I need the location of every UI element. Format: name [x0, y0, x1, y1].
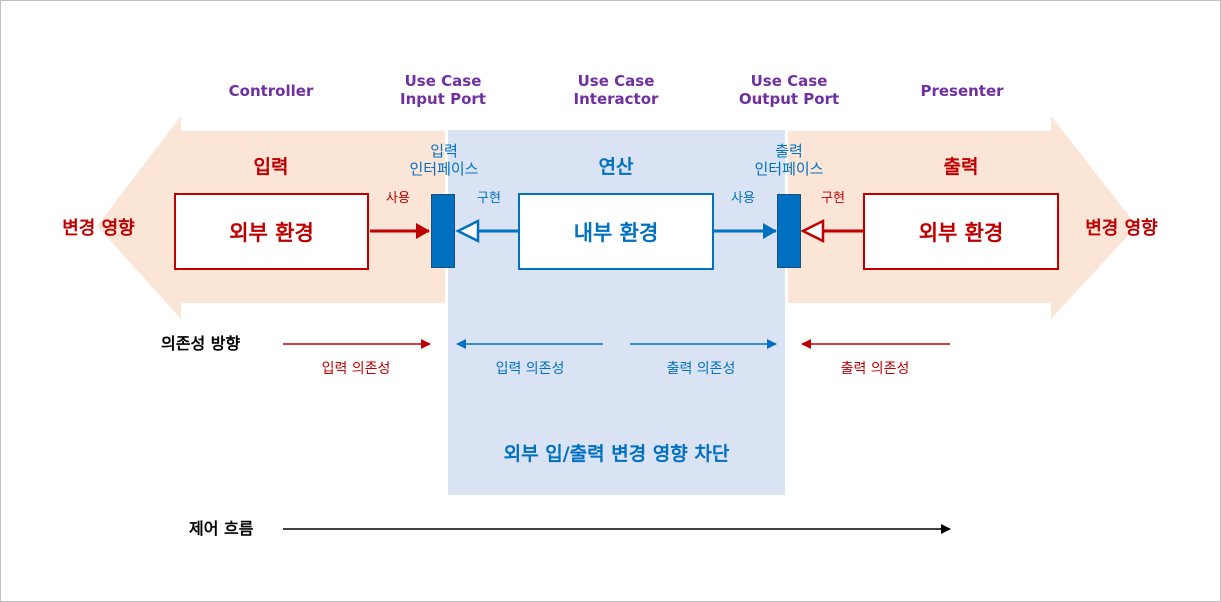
header-interactor-line2: Interactor	[573, 90, 659, 108]
internal-panel	[448, 130, 785, 495]
header-input-port-line1: Use Case	[404, 72, 482, 90]
external-environment-right-label: 외부 환경	[918, 220, 1004, 245]
header-output-port-line1: Use Case	[750, 72, 828, 90]
dep-label-output-center: 출력 의존성	[666, 361, 736, 377]
control-flow-title: 제어 흐름	[189, 519, 254, 538]
header-interactor-line1: Use Case	[577, 72, 655, 90]
implements-arrow-input-head	[455, 218, 480, 244]
external-environment-left-label: 외부 환경	[229, 220, 314, 245]
change-effect-right: 변경 영향	[1085, 218, 1158, 239]
header-output-port-line2: Output Port	[738, 90, 840, 108]
external-environment-box-right: 외부 환경	[863, 193, 1059, 270]
header-presenter: Presenter	[920, 82, 1004, 100]
implements-arrow-output-head	[800, 218, 825, 244]
implements-label-input: 구현	[477, 191, 501, 206]
internal-environment-label: 내부 환경	[573, 220, 659, 245]
section-title-output: 출력	[943, 156, 979, 178]
dep-label-input-center: 입력 의존성	[495, 361, 565, 377]
dep-label-input-left: 입력 의존성	[321, 361, 391, 377]
output-interface-label: 출력 인터페이스	[739, 142, 839, 178]
external-environment-box-left: 외부 환경	[174, 193, 369, 270]
header-controller: Controller	[228, 82, 314, 100]
use-label-center: 사용	[731, 191, 755, 206]
section-title-compute: 연산	[598, 156, 634, 178]
implements-label-output: 구현	[821, 191, 845, 206]
input-interface-line2: 인터페이스	[409, 160, 479, 178]
header-output-port: Use Case Output Port	[724, 72, 854, 108]
input-interface-label: 입력 인터페이스	[394, 142, 494, 178]
input-interface-line1: 입력	[430, 142, 458, 160]
section-title-input: 입력	[253, 156, 289, 178]
output-port-bar	[777, 194, 801, 268]
dep-label-output-right: 출력 의존성	[840, 361, 910, 377]
change-effect-left: 변경 영향	[62, 218, 135, 239]
output-interface-line1: 출력	[775, 142, 803, 160]
header-input-port: Use Case Input Port	[383, 72, 503, 108]
output-interface-line2: 인터페이스	[754, 160, 824, 178]
internal-environment-box: 내부 환경	[518, 193, 714, 270]
dependency-direction-title: 의존성 방향	[161, 334, 241, 353]
header-input-port-line2: Input Port	[400, 90, 486, 108]
input-port-bar	[431, 194, 455, 268]
use-label-left: 사용	[386, 191, 410, 206]
header-interactor: Use Case Interactor	[556, 72, 676, 108]
blocking-text: 외부 입/출력 변경 영향 차단	[503, 443, 730, 465]
